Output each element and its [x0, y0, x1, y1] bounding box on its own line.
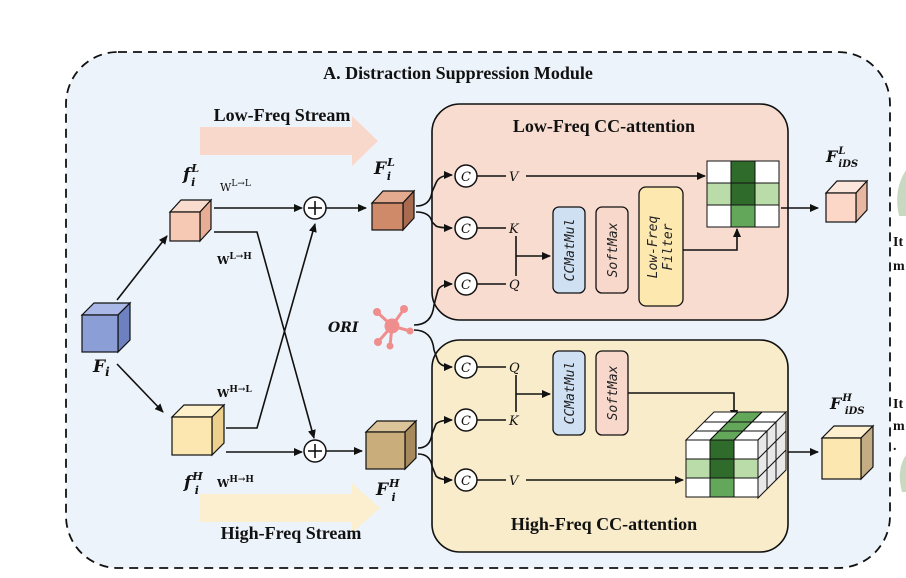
- high-v-label: V: [509, 474, 520, 489]
- low-freq-stream-label: Low-Freq Stream: [214, 105, 351, 125]
- low-freq-stream-arrow: [200, 116, 378, 166]
- concat-node-low-v: C: [454, 164, 478, 188]
- cropped-side-shape-top: [897, 170, 906, 216]
- low-freq-filter-box: Low-Freq Filter: [638, 186, 684, 307]
- high-freq-feature-cube: [170, 403, 226, 457]
- concat-node-high-q: C: [454, 355, 478, 379]
- sum-node-low: [303, 196, 327, 220]
- svg-text:C: C: [461, 474, 471, 489]
- high-ccmatmul-box: CCMatMul: [552, 350, 586, 436]
- svg-text:SoftMax: SoftMax: [606, 365, 621, 420]
- high-freq-stream-arrow: [200, 483, 380, 533]
- ori-molecule-icon: [373, 305, 414, 350]
- high-freq-attention-title: High-Freq CC-attention: [511, 514, 697, 534]
- weight-l-to-h: WL→H: [216, 252, 252, 267]
- svg-text:CCMatMul: CCMatMul: [563, 362, 578, 425]
- svg-text:C: C: [461, 170, 471, 185]
- svg-text:Filter: Filter: [661, 223, 676, 270]
- high-freq-stream-label: High-Freq Stream: [221, 523, 362, 543]
- ori-label: ORI: [328, 320, 359, 336]
- side-text-3: It: [893, 397, 903, 412]
- low-k-label: K: [508, 222, 520, 237]
- fused-high-cube: [364, 419, 418, 471]
- fused-low-cube: [370, 189, 416, 232]
- weight-l-to-l: WL→L: [220, 179, 251, 194]
- low-q-label: Q: [509, 278, 520, 293]
- svg-text:Low-Freq: Low-Freq: [646, 216, 661, 279]
- concat-node-low-q: C: [454, 272, 478, 296]
- svg-text:C: C: [461, 278, 471, 293]
- concat-node-low-k: C: [454, 216, 478, 240]
- concat-node-high-k: C: [454, 408, 478, 432]
- high-attention-stack: [684, 410, 788, 500]
- svg-text:C: C: [461, 414, 471, 429]
- low-attention-grid: [706, 160, 780, 228]
- side-text-1: It: [893, 235, 903, 250]
- low-softmax-box: SoftMax: [595, 206, 629, 294]
- svg-text:CCMatMul: CCMatMul: [563, 219, 578, 282]
- high-softmax-box: SoftMax: [595, 350, 629, 436]
- low-freq-attention-title: Low-Freq CC-attention: [513, 116, 695, 136]
- output-high-cube: [820, 424, 875, 481]
- cropped-side-shape-bottom: [899, 455, 906, 492]
- high-k-label: K: [508, 414, 520, 429]
- sum-node-high: [303, 439, 327, 463]
- svg-text:C: C: [461, 361, 471, 376]
- module-title: A. Distraction Suppression Module: [323, 63, 593, 83]
- high-q-label: Q: [509, 361, 520, 376]
- low-freq-feature-cube: [168, 198, 213, 243]
- weight-h-to-l: WH→L: [216, 385, 252, 400]
- weight-h-to-h: WH→H: [216, 475, 254, 490]
- low-ccmatmul-box: CCMatMul: [552, 206, 586, 294]
- low-v-label: V: [509, 170, 520, 185]
- input-feature-label: Fi: [92, 357, 110, 379]
- output-low-cube: [824, 179, 869, 224]
- svg-text:C: C: [461, 222, 471, 237]
- side-text-4: m: [893, 419, 905, 434]
- svg-text:SoftMax: SoftMax: [606, 222, 621, 277]
- input-feature-cube: [80, 301, 132, 354]
- side-text-2: m: [893, 259, 905, 274]
- side-text-5: .: [893, 439, 897, 454]
- concat-node-high-v: C: [454, 468, 478, 492]
